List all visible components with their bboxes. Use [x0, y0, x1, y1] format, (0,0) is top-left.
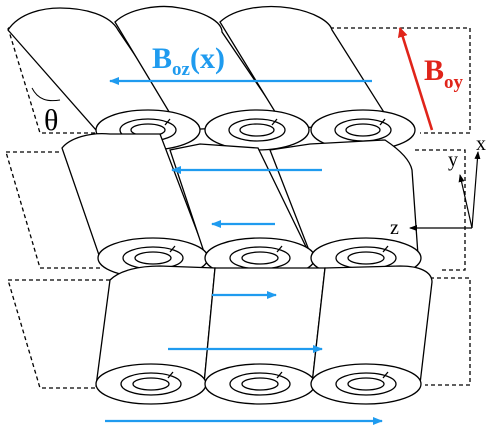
top-end-2: [204, 109, 310, 151]
bottom-end-2: [204, 363, 316, 405]
bottom-layer: [7, 265, 471, 405]
axes: [409, 151, 481, 231]
theta-arc: [31, 87, 61, 102]
axis-x: [471, 151, 481, 229]
axis-y: [458, 174, 473, 229]
bottom-plane: [7, 277, 471, 389]
label-theta: θ: [44, 104, 58, 137]
middle-layer: [5, 132, 466, 279]
top-cylinder-1: [7, 7, 184, 131]
arrow-boy: [397, 27, 434, 131]
field-arrows: [105, 77, 383, 425]
label-axis-z: z: [390, 217, 399, 239]
middle-cylinder-1: [61, 132, 207, 259]
bottom-end-1: [95, 363, 207, 405]
bottom-cylinder-3: [311, 265, 433, 385]
middle-plane: [5, 149, 466, 271]
label-axis-y: y: [448, 149, 458, 171]
top-cylinder-2: [114, 5, 287, 131]
label-boy: Boy: [424, 54, 464, 93]
top-cylinder-3: [219, 5, 394, 129]
label-boz: Boz(x): [152, 42, 225, 80]
label-axis-x: x: [476, 133, 486, 155]
bottom-end-3: [310, 363, 422, 405]
